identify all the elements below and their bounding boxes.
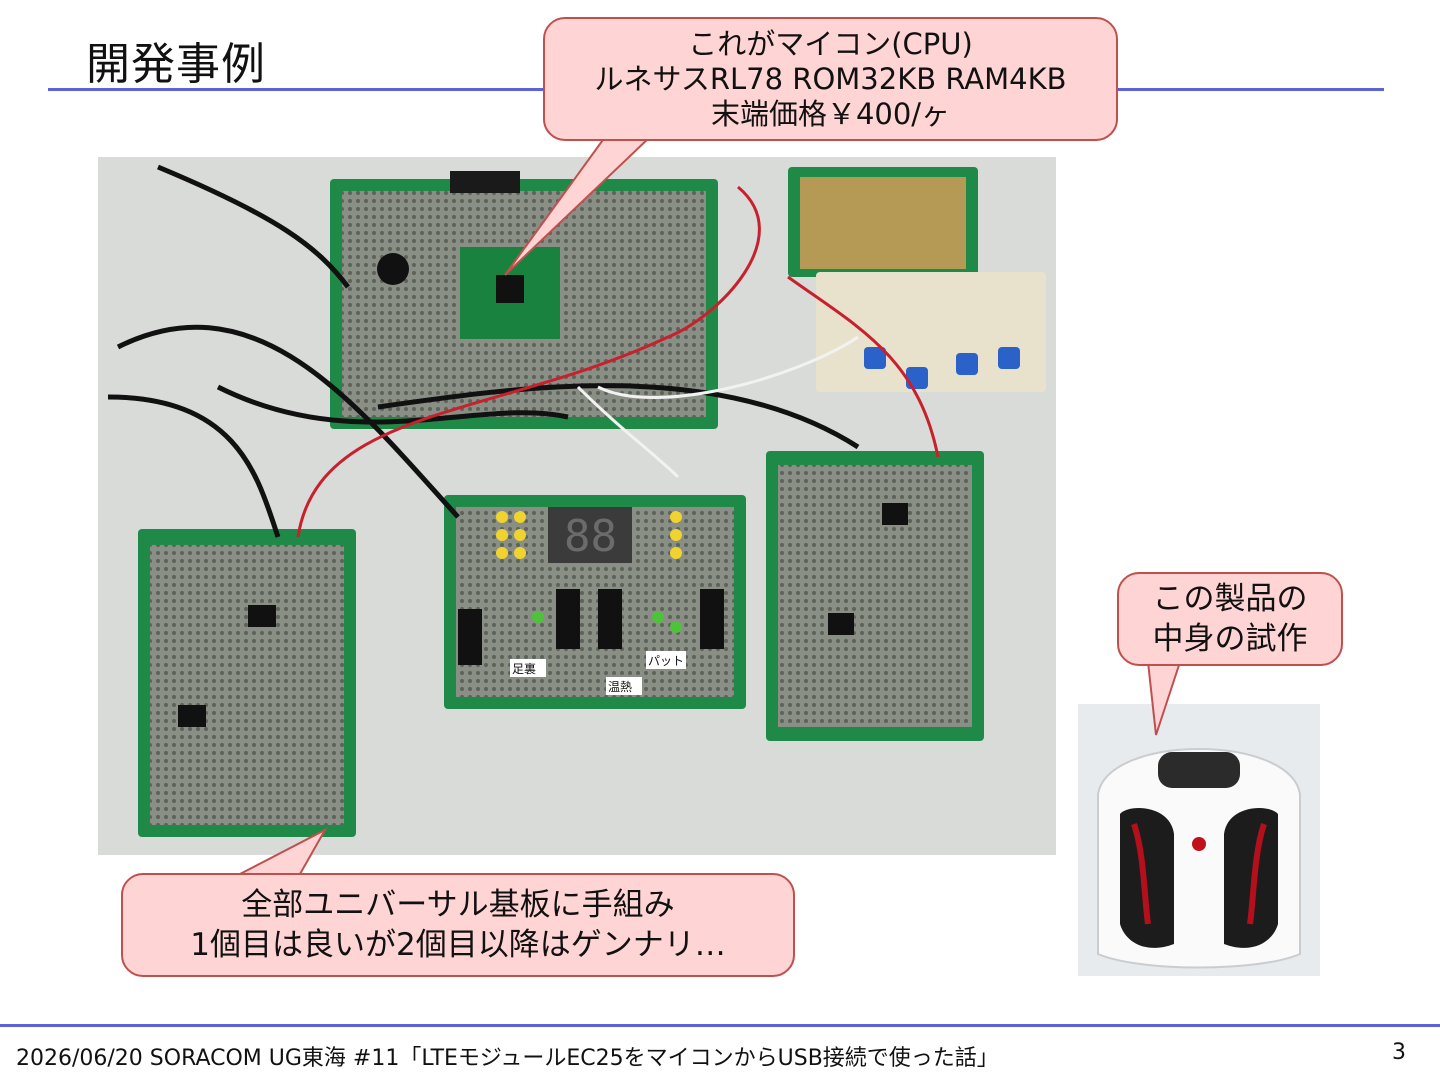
switch-board (788, 167, 1046, 392)
cpu-callout-line-2: ルネサスRL78 ROM32KB RAM4KB (594, 61, 1067, 96)
led-label-sole: 足裏 (512, 661, 536, 676)
cpu-callout-line-1: これがマイコン(CPU) (688, 26, 973, 61)
product-callout-line-1: この製品の (1152, 581, 1308, 617)
led-board: 88 足裏 パット 温熱 (444, 495, 746, 709)
svg-text:88: 88 (564, 511, 617, 562)
cpu-callout-line-3: 末端価格￥400/ヶ (710, 96, 951, 131)
foot-massager-product-photo (1078, 704, 1320, 976)
prototype-boards-photo: 88 足裏 パット 温熱 (98, 157, 1056, 855)
wire-harness (107, 164, 860, 538)
cpu-callout: これがマイコン(CPU) ルネサスRL78 ROM32KB RAM4KB 末端価… (543, 17, 1118, 141)
universal-callout-line-1: 全部ユニバーサル基板に手組み (241, 887, 675, 923)
product-callout: この製品の 中身の試作 (1117, 572, 1343, 666)
product-callout-line-2: 中身の試作 (1152, 621, 1308, 657)
footer-caption: 2026/06/20 SORACOM UG東海 #11「LTEモジュールEC25… (16, 1046, 999, 1071)
left-amp-board (138, 529, 356, 837)
led-label-pad: パット (648, 654, 684, 668)
led-label-heat: 温熱 (608, 680, 632, 694)
universal-board-callout: 全部ユニバーサル基板に手組み 1個目は良いが2個目以降はゲンナリ… (121, 873, 795, 977)
universal-callout-line-2: 1個目は良いが2個目以降はゲンナリ… (190, 927, 726, 963)
right-amp-board (766, 451, 984, 741)
footer-divider (0, 1024, 1440, 1027)
slide-title: 開発事例 (86, 39, 266, 90)
page-number: 3 (1392, 1040, 1406, 1065)
